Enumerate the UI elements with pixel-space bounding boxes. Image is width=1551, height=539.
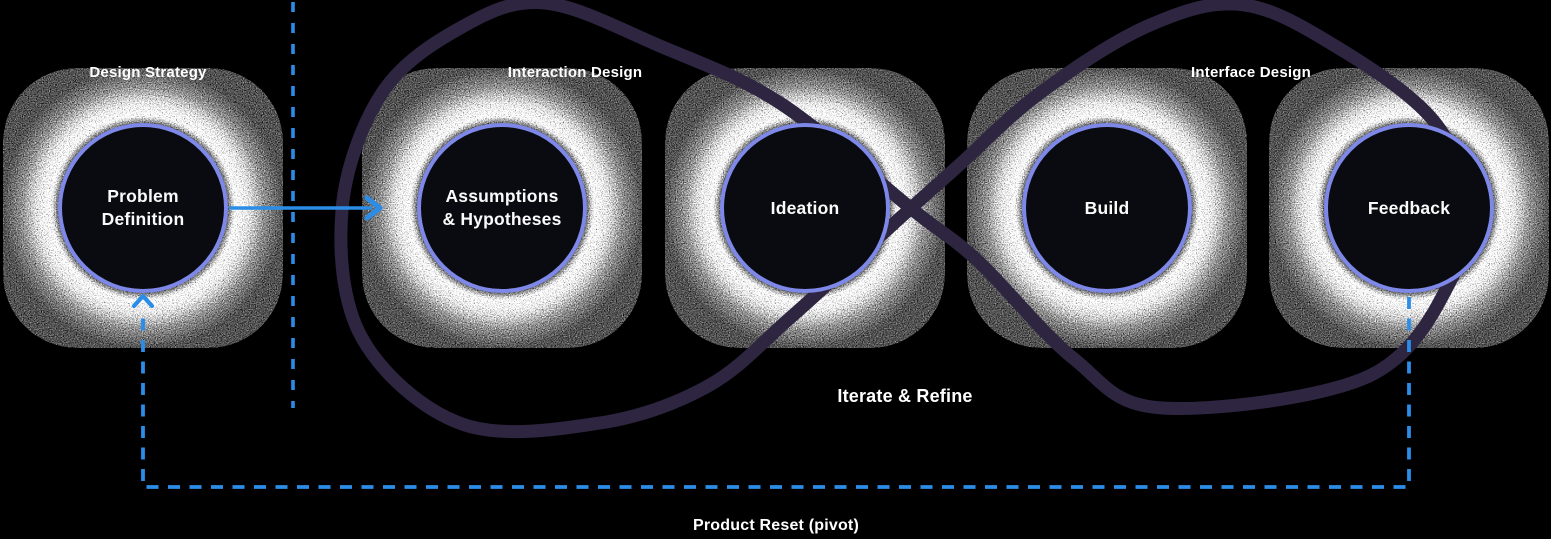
- product-reset-path: [131, 293, 1411, 489]
- node-label-line: Definition: [101, 209, 185, 229]
- node-ideation: Ideation: [720, 123, 890, 293]
- node-label-line: & Hypotheses: [442, 209, 562, 229]
- node-label-line: Ideation: [770, 197, 840, 218]
- forward-arrow: [229, 195, 383, 221]
- product-reset-dashed-line: [141, 297, 1411, 489]
- iterate-refine-loop-path: [334, 0, 1473, 439]
- node-label-line: Assumptions: [445, 186, 559, 207]
- node-feedback: Feedback: [1324, 123, 1494, 293]
- node-label-line: Build: [1084, 197, 1130, 218]
- node-problem-definition: Problem Definition: [58, 123, 228, 293]
- node-build: Build: [1022, 123, 1192, 293]
- iterate-refine-label: Iterate & Refine: [837, 386, 973, 406]
- node-assumptions-hypotheses: Assumptions & Hypotheses: [417, 123, 587, 293]
- node-label-line: Problem: [107, 186, 179, 207]
- node-label-line: Feedback: [1367, 197, 1451, 218]
- phase-label-interface-design: Interface Design: [1191, 64, 1311, 81]
- product-reset-label: Product Reset (pivot): [693, 517, 859, 534]
- phase-label-interaction-design: Interaction Design: [507, 64, 643, 81]
- forward-arrow-head-icon: [364, 195, 383, 221]
- product-reset-arrow-up-icon: [131, 293, 155, 309]
- phase-label-design-strategy: Design Strategy: [89, 64, 207, 81]
